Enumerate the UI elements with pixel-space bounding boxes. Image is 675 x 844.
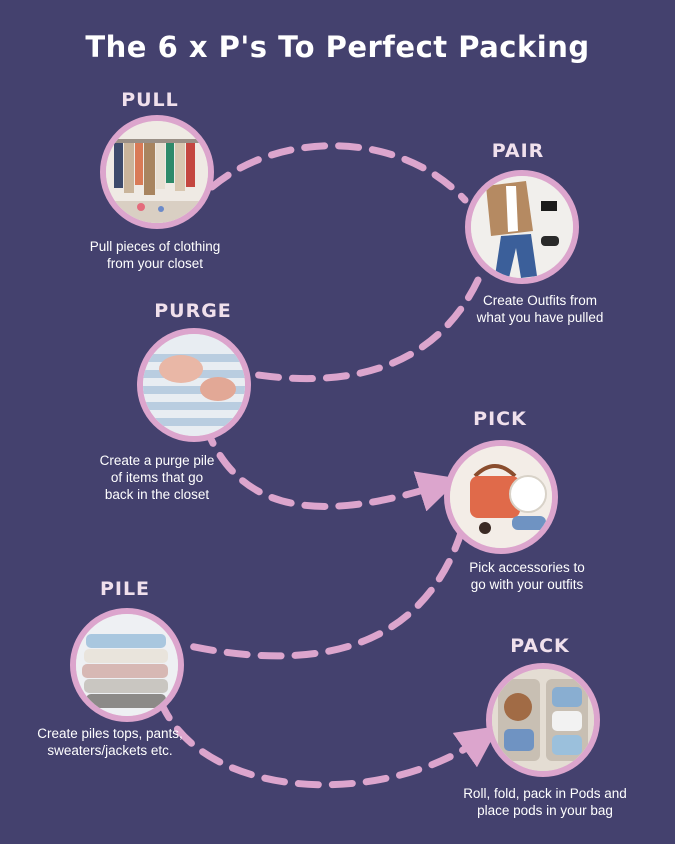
step-description-pack: Roll, fold, pack in Pods and place pods … bbox=[463, 786, 627, 818]
connector-pair-to-purge bbox=[254, 276, 482, 383]
page-title: The 6 x P's To Perfect Packing bbox=[85, 30, 590, 64]
connector-pick-to-pile bbox=[181, 526, 466, 660]
step-description-pull: Pull pieces of clothing from your closet bbox=[89, 239, 221, 271]
step-label-pick: PICK bbox=[473, 408, 527, 430]
step-label-pile: PILE bbox=[99, 578, 151, 600]
connector-pull-to-pair bbox=[208, 142, 469, 204]
step-description-pile: Create piles tops, pants, sweaters/jacke… bbox=[37, 726, 183, 758]
connector-pile-to-pack bbox=[156, 696, 500, 789]
step-label-pull: PULL bbox=[121, 89, 179, 111]
step-description-pair: Create Outfits from what you have pulled bbox=[476, 293, 604, 325]
folded-shirts-image bbox=[137, 328, 251, 442]
step-label-pair: PAIR bbox=[491, 140, 545, 162]
sweater-pile-image bbox=[70, 608, 184, 722]
outfit-flatlay-image bbox=[465, 170, 579, 284]
packed-suitcase-image bbox=[486, 663, 600, 777]
step-description-purge: Create a purge pile of items that go bac… bbox=[99, 453, 215, 502]
accessories-image bbox=[444, 440, 558, 554]
connector-purge-to-pick bbox=[201, 421, 461, 512]
step-description-pick: Pick accessories to go with your outfits bbox=[469, 560, 585, 592]
step-label-purge: PURGE bbox=[154, 300, 232, 322]
step-label-pack: PACK bbox=[510, 635, 570, 657]
clothing-rack-image bbox=[100, 115, 214, 229]
